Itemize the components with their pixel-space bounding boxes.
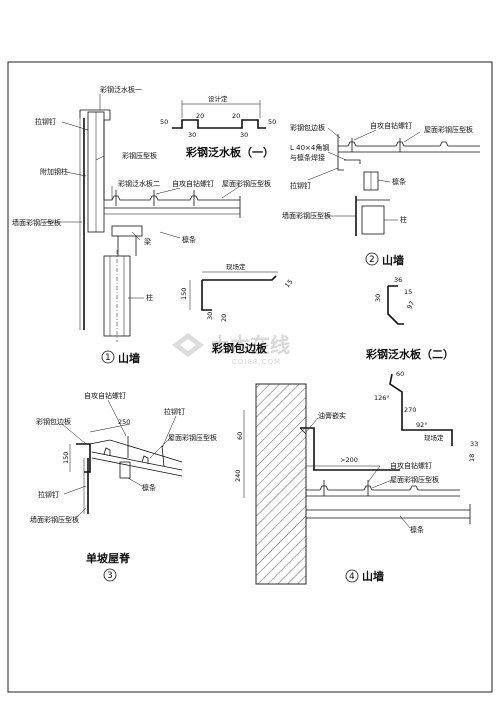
fl1-d30a: 30 — [188, 131, 196, 139]
watermark-cn: 土木在线 — [210, 333, 290, 357]
d3-d250: 250 — [118, 418, 130, 426]
flashing-3-profile: 60 126° 270 92° 现场定 33 18 — [374, 370, 478, 462]
watermark: 土木在线 COI88.COM — [172, 333, 290, 366]
detail-2: 彩钢包边板 自攻自钻螺钉 屋面彩钢压型板 L 40×4角钢 与檩条焊接 拉铆钉 … — [282, 121, 480, 267]
d3-label-purlin: 檩条 — [142, 483, 156, 492]
fl2-d97: 97 — [405, 300, 416, 311]
d2-label-edgeboard: 彩钢包边板 — [290, 123, 325, 132]
sheet-border — [7, 61, 493, 693]
edge-d150: 150 — [180, 288, 188, 300]
d3-d150: 150 — [62, 452, 70, 464]
fl2-d36: 36 — [394, 276, 402, 284]
d1-label-purlin: 檩条 — [182, 235, 196, 244]
d2-label-col: 柱 — [400, 215, 407, 224]
fl3-d18: 18 — [468, 454, 476, 462]
edge-d20: 20 — [220, 314, 228, 322]
flashing-1-profile: 设计定 20 20 30 30 50 50 彩钢泛水板（一） — [160, 94, 276, 159]
fl3-d270: 270 — [404, 406, 416, 414]
d3-label-rivet1: 拉铆钉 — [164, 407, 185, 416]
d4-label-purlin: 檩条 — [410, 525, 424, 534]
edge-dim-top: 现场定 — [226, 262, 246, 271]
d1-label-roofpanel: 屋面彩钢压型板 — [222, 179, 271, 188]
d4-label-roofpanel: 屋面彩钢压型板 — [390, 475, 439, 484]
edge-board-profile: 现场定 150 30 20 15 彩钢包边板 — [180, 262, 295, 355]
d3-number: 3 — [107, 571, 113, 581]
d1-number-circle — [101, 350, 115, 364]
d1-label-colorpanel: 彩钢压型板 — [122, 151, 157, 160]
d4-d200: >200 — [340, 456, 358, 464]
fl2-title: 彩钢泛水板（二） — [365, 347, 454, 361]
d4-brick-wall — [255, 383, 307, 585]
detail-3: 250 150 自攻自钻螺钉 彩钢包边板 拉铆钉 屋面彩钢压型板 檩条 拉铆钉 … — [30, 391, 217, 582]
watermark-logo-icon — [172, 333, 204, 357]
d2-label-purlin: 檩条 — [392, 177, 406, 186]
fl1-dim-top: 设计定 — [208, 94, 228, 103]
fl3-site: 现场定 — [424, 433, 444, 442]
d3-label-roofpanel: 屋面彩钢压型板 — [168, 433, 217, 442]
d2-number: 2 — [369, 255, 375, 265]
fl3-d33: 33 — [470, 440, 478, 448]
d4-number: 4 — [349, 572, 355, 582]
d1-label-flash2: 彩钢泛水板二 — [118, 179, 160, 188]
edge-d15: 15 — [283, 278, 294, 289]
d2-label-wallpanel: 墙面彩钢压型板 — [282, 211, 331, 220]
fl1-d50a: 50 — [160, 118, 168, 126]
d2-label-rivet: 拉铆钉 — [290, 181, 311, 190]
detail-1: 彩钢泛水板一 拉铆钉 彩钢压型板 附加钢柱 彩钢泛水板二 自攻自钻螺钉 屋面彩钢… — [12, 85, 271, 365]
fl2-d15: 15 — [404, 288, 412, 296]
detail-4: 60 240 >200 油膏嵌实 自攻自钻螺钉 屋面彩钢压型板 檩条 4 山墙 — [234, 383, 471, 585]
d1-label-addcol: 附加钢柱 — [40, 167, 68, 176]
d3-title: 单坡屋脊 — [86, 551, 131, 565]
flashing-2-profile: 30 36 15 97 彩钢泛水板（二） — [365, 276, 454, 361]
d3-label-screw: 自攻自钻螺钉 — [84, 391, 126, 400]
d1-label-beam: 梁 — [144, 237, 151, 246]
d2-label-angle1: L 40×4角钢 — [290, 143, 329, 152]
d2-label-roofpanel: 屋面彩钢压型板 — [424, 125, 473, 134]
d4-d60: 60 — [236, 432, 244, 440]
edge-title: 彩钢包边板 — [211, 341, 268, 355]
d2-label-screw: 自攻自钻螺钉 — [370, 121, 412, 130]
d1-title: 山墙 — [118, 351, 140, 365]
d4-label-screw: 自攻自钻螺钉 — [390, 461, 432, 470]
edge-d30: 30 — [206, 312, 214, 320]
fl3-a92: 92° — [416, 421, 428, 429]
d4-title: 山墙 — [362, 569, 384, 583]
d4-number-circle — [345, 569, 359, 583]
fl1-d50b: 50 — [268, 118, 276, 126]
fl1-d20a: 20 — [196, 112, 204, 120]
d1-label-wallpanel: 墙面彩钢压型板 — [12, 218, 61, 227]
d2-label-angle2: 与檩条焊接 — [290, 153, 325, 162]
d1-label-rivet: 拉铆钉 — [35, 117, 56, 126]
d3-label-edgeboard: 彩钢包边板 — [36, 417, 71, 426]
d1-label-screw: 自攻自钻螺钉 — [172, 179, 214, 188]
d1-label-flash1: 彩钢泛水板一 — [100, 85, 142, 94]
d4-d240: 240 — [234, 470, 242, 482]
watermark-en: COI88.COM — [232, 358, 281, 366]
fl1-d20b: 20 — [232, 112, 240, 120]
fl3-a126: 126° — [374, 394, 390, 402]
d4-label-asphalt: 油膏嵌实 — [318, 411, 346, 420]
fl2-d30: 30 — [374, 294, 382, 302]
fl1-title: 彩钢泛水板（一） — [185, 145, 274, 159]
fl1-d30b: 30 — [240, 131, 248, 139]
d1-number: 1 — [105, 353, 111, 363]
fl3-d60: 60 — [396, 370, 404, 378]
d1-label-col: 柱 — [146, 293, 153, 302]
d2-number-circle — [365, 252, 379, 266]
d3-label-rivet2: 拉铆钉 — [38, 490, 59, 499]
d3-label-wallpanel: 墙面彩钢压型板 — [30, 515, 79, 524]
d2-title: 山墙 — [382, 253, 404, 267]
d3-number-circle — [103, 568, 117, 582]
